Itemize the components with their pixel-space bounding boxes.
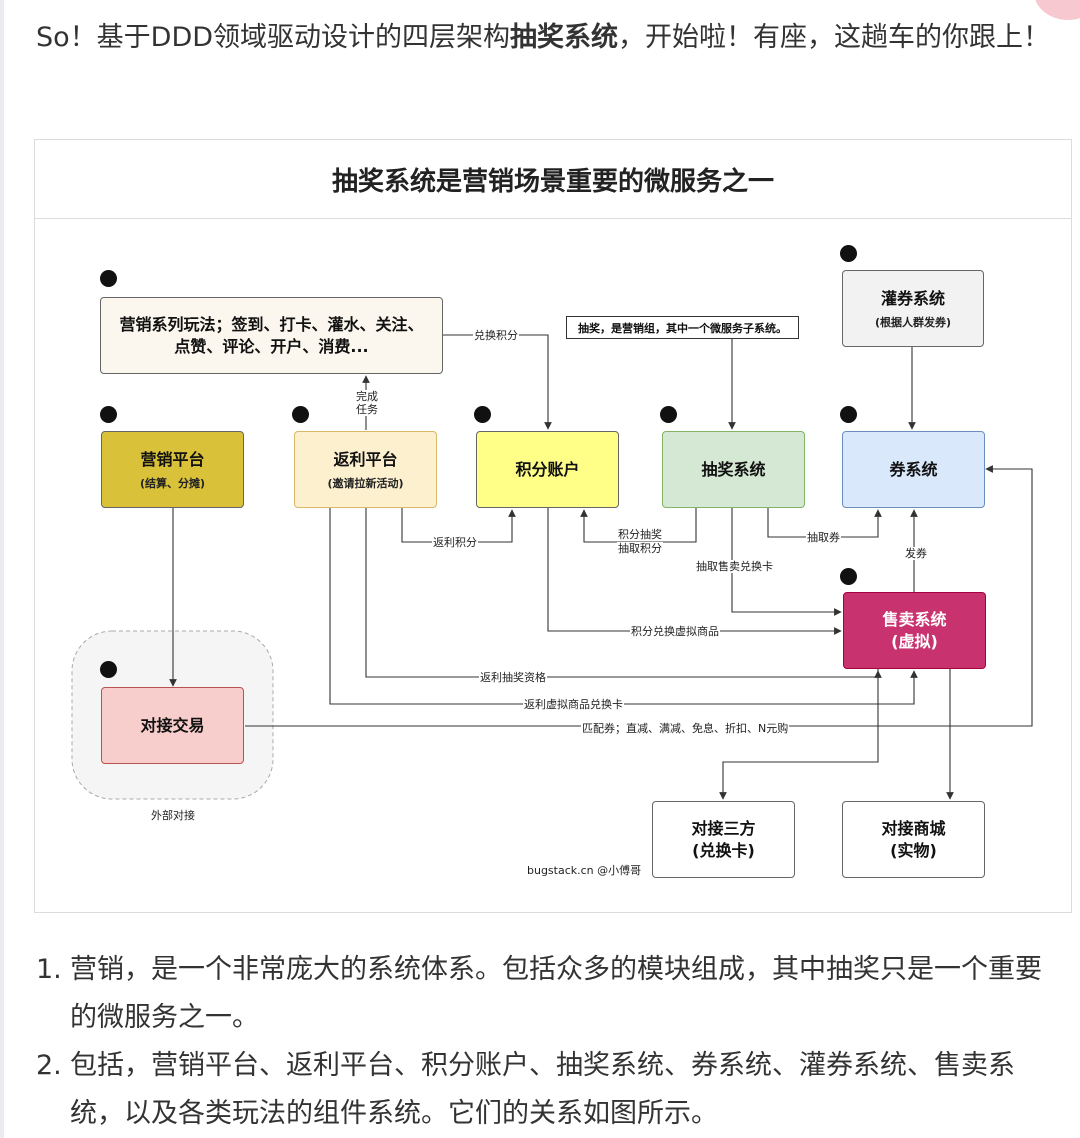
edge-points-virtual bbox=[547, 508, 842, 635]
node-title: 灌券系统 bbox=[880, 288, 945, 308]
edge-sales-third bbox=[719, 669, 879, 800]
external-group-label: 外部对接 bbox=[151, 809, 195, 822]
coupon-push-node: 灌券系统 (根据人群发券) bbox=[842, 270, 984, 347]
edge-label: 积分抽奖 bbox=[617, 528, 663, 541]
diagram-canvas: 营销系列玩法；签到、打卡、灌水、关注、 点赞、评论、开户、消费... 抽奖，是营… bbox=[35, 140, 1071, 912]
third-party-node: 对接三方 (兑换卡) bbox=[652, 801, 795, 878]
list-item: 2. 包括，营销平台、返利平台、积分账户、抽奖系统、券系统、灌券系统、售卖系统，… bbox=[36, 1042, 1066, 1138]
list-text: 营销，是一个非常庞大的系统体系。包括众多的模块组成，其中抽奖只是一个重要的微服务… bbox=[70, 954, 1042, 1033]
rebate-platform-node: 返利平台 (邀请拉新活动) bbox=[294, 431, 437, 508]
edge-label: 抽取积分 bbox=[617, 542, 663, 555]
intro-bold-text: 抽奖系统 bbox=[510, 22, 619, 53]
marker-dot bbox=[660, 406, 677, 423]
marker-dot bbox=[840, 245, 857, 262]
diagram-title: 抽奖系统是营销场景重要的微服务之一 bbox=[35, 140, 1071, 219]
marker-dot bbox=[840, 568, 857, 585]
list-text: 包括，营销平台、返利平台、积分账户、抽奖系统、券系统、灌券系统、售卖系统，以及各… bbox=[70, 1050, 1015, 1129]
node-subtitle: (兑换卡) bbox=[692, 840, 755, 860]
marketing-gameplay-node: 营销系列玩法；签到、打卡、灌水、关注、 点赞、评论、开户、消费... bbox=[100, 297, 443, 374]
marker-dot bbox=[840, 406, 857, 423]
node-title: 抽奖系统 bbox=[701, 459, 766, 479]
trade-docking-node: 对接交易 bbox=[101, 687, 244, 764]
list-number: 1. bbox=[36, 954, 62, 985]
edge-label: 发券 bbox=[904, 547, 928, 560]
node-title: 券系统 bbox=[889, 459, 938, 479]
intro-text: So！基于DDD领域驱动设计的四层架构 bbox=[36, 22, 511, 53]
edge-draw-card bbox=[731, 508, 842, 616]
intro-paragraph: So！基于DDD领域驱动设计的四层架构抽奖系统，开始啦！有座，这趟车的你跟上！ bbox=[36, 14, 1066, 62]
edge-label: 完成 bbox=[355, 390, 379, 403]
edge-label: 抽取售卖兑换卡 bbox=[695, 560, 774, 573]
mall-node: 对接商城 (实物) bbox=[842, 801, 985, 878]
node-title: 营销平台 bbox=[140, 449, 205, 469]
points-account-node: 积分账户 bbox=[476, 431, 619, 508]
node-subtitle: (实物) bbox=[890, 840, 937, 860]
node-subtitle: (结算、分摊) bbox=[139, 476, 206, 490]
node-title: 售卖系统 bbox=[882, 609, 947, 629]
edge-label: 匹配券；直减、满减、免息、折扣、N元购 bbox=[581, 722, 790, 735]
watermark: bugstack.cn @小傅哥 bbox=[526, 864, 643, 877]
node-title: 对接商城 bbox=[881, 818, 946, 838]
marker-dot bbox=[474, 406, 491, 423]
diagram-connectors bbox=[71, 334, 1033, 800]
coupon-system-node: 券系统 bbox=[842, 431, 985, 508]
edge-label: 返利虚拟商品兑换卡 bbox=[523, 698, 624, 711]
edge-label: 积分兑换虚拟商品 bbox=[630, 625, 720, 638]
summary-list: 1. 营销，是一个非常庞大的系统体系。包括众多的模块组成，其中抽奖只是一个重要的… bbox=[36, 946, 1066, 1138]
marker-dot bbox=[100, 270, 117, 287]
edge-label: 兑换积分 bbox=[473, 329, 519, 342]
edge-exchange-points bbox=[442, 334, 552, 430]
edge-label: 任务 bbox=[355, 403, 379, 416]
node-title: 返利平台 bbox=[333, 449, 398, 469]
list-item: 1. 营销，是一个非常庞大的系统体系。包括众多的模块组成，其中抽奖只是一个重要的… bbox=[36, 946, 1066, 1042]
intro-text-end: ，开始啦！有座，这趟车的你跟上！ bbox=[618, 22, 1051, 53]
lottery-system-node: 抽奖系统 bbox=[662, 431, 805, 508]
list-number: 2. bbox=[36, 1050, 62, 1081]
node-title: 对接交易 bbox=[140, 715, 205, 735]
edge-label: 抽取券 bbox=[806, 531, 841, 544]
node-subtitle: (邀请拉新活动) bbox=[327, 476, 404, 490]
node-title: 营销系列玩法；签到、打卡、灌水、关注、 bbox=[119, 314, 424, 334]
edge-label: 返利抽奖资格 bbox=[479, 671, 547, 684]
node-title: 积分账户 bbox=[515, 459, 580, 479]
marker-dot bbox=[100, 406, 117, 423]
lottery-note: 抽奖，是营销组，其中一个微服务子系统。 bbox=[566, 316, 799, 339]
node-subtitle: (虚拟) bbox=[891, 631, 938, 651]
marker-dot bbox=[292, 406, 309, 423]
node-subtitle: (根据人群发券) bbox=[874, 315, 952, 329]
marketing-platform-node: 营销平台 (结算、分摊) bbox=[101, 431, 244, 508]
marker-dot bbox=[100, 661, 117, 678]
node-title: 点赞、评论、开户、消费... bbox=[174, 336, 369, 356]
edge-label: 返利积分 bbox=[432, 536, 478, 549]
architecture-diagram: 抽奖系统是营销场景重要的微服务之一 bbox=[34, 139, 1072, 913]
node-title: 对接三方 bbox=[691, 818, 756, 838]
quote-bar bbox=[0, 0, 4, 1138]
sales-system-node: 售卖系统 (虚拟) bbox=[843, 592, 986, 669]
